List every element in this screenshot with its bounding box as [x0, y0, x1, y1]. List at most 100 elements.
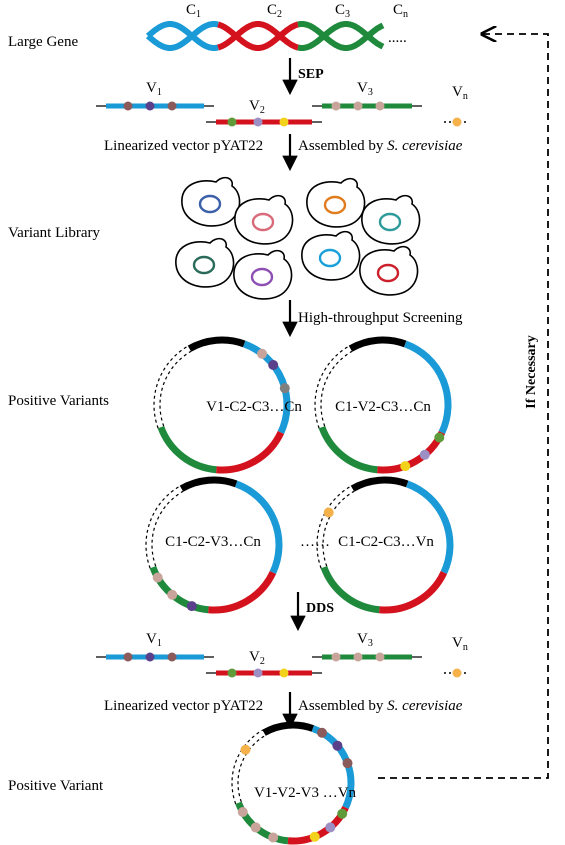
final-positive-plasmid	[231, 721, 355, 845]
plasmid-segment-c1	[242, 340, 291, 434]
plasmid-segment-c3	[320, 565, 380, 614]
variant-library-yeast-cells	[175, 176, 421, 300]
yeast-cell-2	[234, 194, 294, 245]
plasmid-gap-dashed	[322, 490, 355, 567]
yeast-cell-8	[359, 245, 419, 296]
assembly-vector-label-2: Linearized vector pYAT22	[104, 698, 263, 714]
yeast-plasmid-ring	[378, 212, 402, 232]
helix-strand	[217, 21, 299, 51]
mutation-dot	[145, 652, 155, 662]
plasmid-gap-dashed	[159, 350, 192, 427]
fragment-label-v2: V2	[249, 98, 265, 116]
mutation-dot	[279, 668, 289, 678]
plasmid-gap-dashed	[231, 729, 263, 805]
gene-continuation-dots: .....	[388, 30, 407, 46]
plasmid-vector-segment	[179, 476, 238, 492]
yeast-plasmid-ring	[323, 195, 347, 215]
plasmid-segment-c2	[379, 570, 448, 614]
yeast-cell-4	[361, 194, 421, 245]
plasmid-ellipsis: ……	[300, 534, 330, 550]
plasmid-segment-c2	[216, 430, 285, 474]
plasmid-gap-dashed	[153, 345, 189, 429]
mutation-dot	[309, 831, 320, 842]
mutation-dot	[434, 432, 445, 443]
plasmid-segment-c2	[208, 570, 277, 614]
positive-variant-plasmids	[145, 336, 454, 614]
yeast-plasmid-ring	[198, 194, 222, 214]
yeast-plasmid-ring	[251, 212, 275, 232]
mutation-dot	[325, 822, 336, 833]
helix-strand	[145, 21, 219, 51]
variant-library-label: Variant Library	[8, 225, 101, 241]
mutation-dot	[240, 744, 251, 755]
mutation-dot	[353, 652, 363, 662]
final-plasmid-label: V1-V2-V3 …Vn	[254, 785, 357, 801]
helix-strand	[145, 21, 219, 51]
dds-label: DDS	[306, 601, 334, 616]
gene-label-c1: C1	[186, 2, 201, 20]
mutation-dot	[353, 101, 363, 111]
plasmid-vector-segment	[348, 336, 407, 352]
gene-label-c3: C3	[335, 2, 350, 20]
yeast-plasmid-ring	[376, 263, 400, 283]
positive-variants-label: Positive Variants	[8, 393, 109, 409]
mutation-dot	[167, 101, 177, 111]
mutation-dot	[331, 652, 341, 662]
mutation-dot	[186, 601, 197, 612]
plasmid-p3-label: C1-C2-V3…Cn	[165, 534, 261, 550]
plasmid-segment-c1	[403, 340, 452, 434]
mutation-dot	[323, 507, 334, 518]
mutation-dot	[145, 101, 155, 111]
yeast-plasmid-ring	[250, 267, 274, 287]
plasmid-vector-segment	[350, 476, 409, 492]
mutation-dot	[123, 101, 133, 111]
fragment-label-v1: V1	[146, 631, 162, 649]
if-necessary-label: If Necessary	[524, 335, 539, 408]
screening-label: High-throughput Screening	[298, 310, 463, 326]
plasmid-gap-dashed	[237, 734, 266, 803]
positive-variant-label: Positive Variant	[8, 778, 104, 794]
plasmid-segment-c1	[405, 480, 454, 574]
yeast-cell-3	[306, 177, 366, 228]
mutation-dot	[250, 822, 261, 833]
feedback-loop-arrow	[378, 34, 549, 779]
fragment-label-vn: Vn	[452, 635, 468, 653]
mutation-dot	[337, 808, 348, 819]
mutation-dot	[452, 117, 462, 127]
yeast-cell-7	[301, 230, 361, 281]
mutation-dot	[400, 461, 411, 472]
assembly-method-label-2: Assembled by S. cerevisiae	[298, 698, 463, 714]
plasmid-p1-label: V1-C2-C3…Cn	[206, 399, 302, 415]
helix-strand	[297, 21, 385, 51]
mutation-dot	[375, 101, 385, 111]
mutation-dot	[253, 117, 263, 127]
yeast-cell-1	[181, 176, 241, 227]
fragment-label-v1: V1	[146, 80, 162, 98]
plasmid-vector-segment	[262, 721, 315, 736]
mutation-dot	[317, 727, 327, 738]
assembly-method-label-1: Assembled by S. cerevisiae	[298, 138, 463, 154]
large-gene-label: Large Gene	[8, 34, 78, 50]
sep-label: SEP	[298, 67, 324, 82]
plasmid-segment-c3	[318, 425, 378, 474]
plasmid-gap-dashed	[320, 350, 353, 427]
mutation-dot	[279, 117, 289, 127]
plasmid-gap-dashed	[151, 490, 184, 567]
mutation-dot	[123, 652, 133, 662]
helix-strand	[217, 21, 299, 51]
plasmid-segment-c1	[234, 480, 283, 574]
mutation-dot	[227, 117, 237, 127]
fragment-label-v3: V3	[357, 80, 373, 98]
gene-segment-labels: C1 C2 C3 Cn	[186, 2, 408, 20]
gene-double-helix	[145, 21, 385, 51]
mutation-dot	[279, 383, 290, 394]
mutation-dot	[237, 807, 248, 817]
mutation-dot	[375, 652, 385, 662]
assembly-vector-label-1: Linearized vector pYAT22	[104, 138, 263, 154]
fragment-label-v3: V3	[357, 631, 373, 649]
mutation-dot	[268, 359, 279, 370]
gene-label-cn: Cn	[393, 2, 408, 20]
